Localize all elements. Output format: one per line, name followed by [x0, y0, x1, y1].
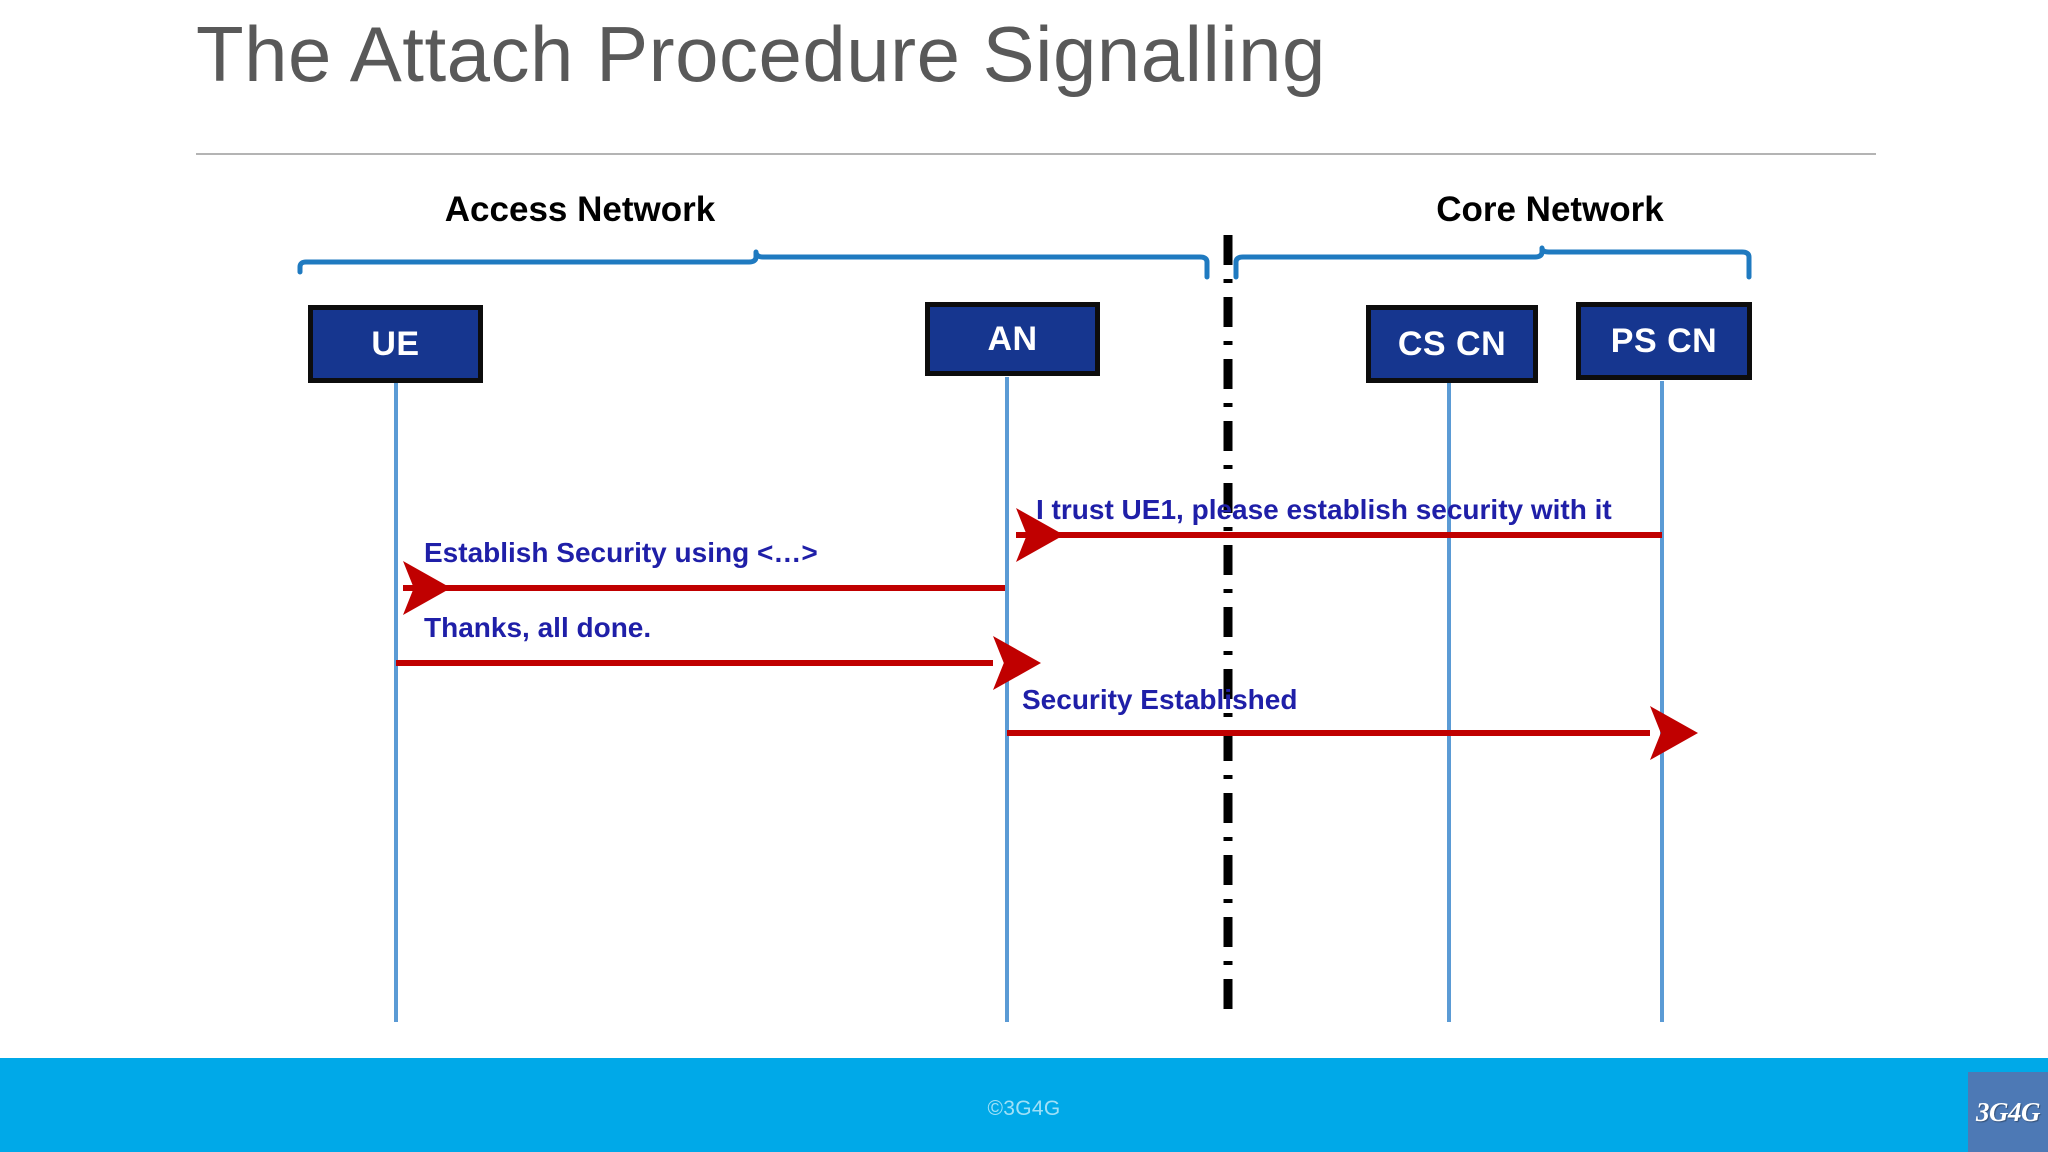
message-label-3: Thanks, all done. — [424, 612, 652, 643]
message-label-4: Security Established — [1022, 684, 1298, 715]
brand-logo-text: 3G4G — [1976, 1096, 2041, 1127]
brace-access-network — [297, 249, 1210, 280]
message-label-2: Establish Security using <…> — [424, 537, 818, 568]
brace-core-network — [1233, 245, 1752, 280]
node-box-cs-cn[interactable]: CS CN — [1366, 305, 1538, 383]
message-label-1: I trust UE1, please establish security w… — [1036, 494, 1612, 525]
footer-copyright: ©3G4G — [987, 1097, 1061, 1120]
footer-bar — [0, 1058, 2048, 1152]
node-box-ps-cn[interactable]: PS CN — [1576, 302, 1752, 380]
page-title: The Attach Procedure Signalling — [196, 10, 1326, 98]
title-divider-rule — [196, 153, 1876, 155]
group-label-access-network: Access Network — [444, 190, 716, 229]
group-label-core-network: Core Network — [1436, 190, 1664, 229]
node-box-an[interactable]: AN — [925, 302, 1100, 376]
node-box-ue[interactable]: UE — [308, 305, 483, 383]
brand-logo[interactable]: 3G4G — [1968, 1072, 2048, 1152]
